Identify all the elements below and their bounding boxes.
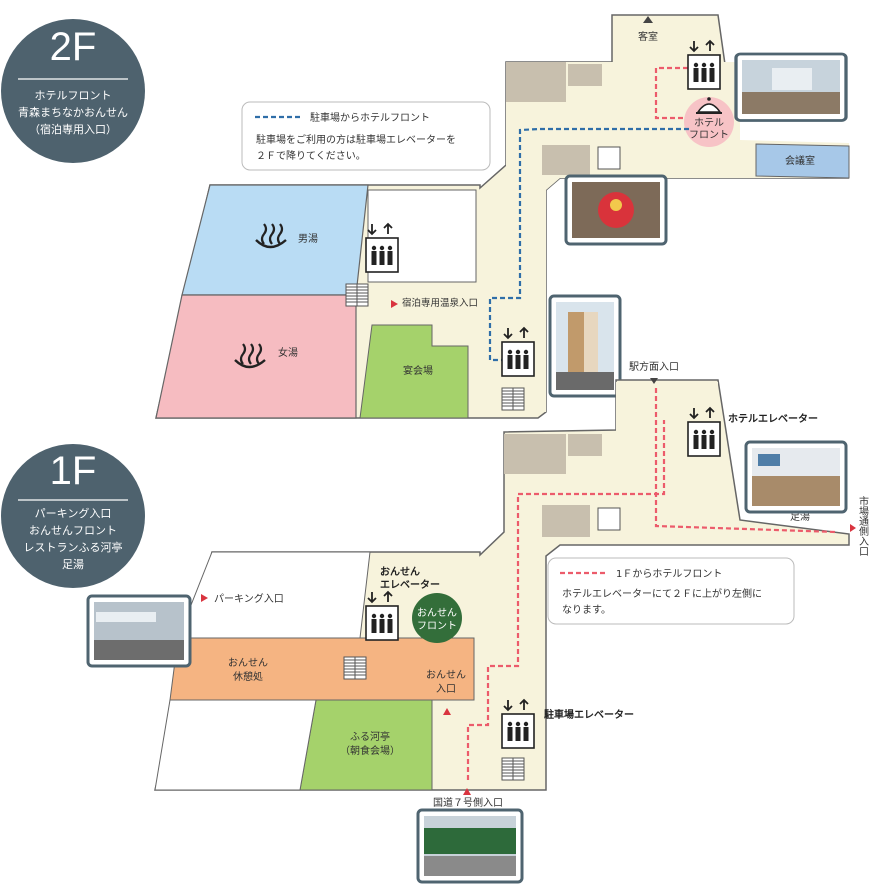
restaurant-label-1: ふる河亭: [350, 730, 390, 743]
entrance-arrow-icon: [463, 788, 471, 795]
entrance-arrow-icon: [650, 378, 658, 384]
onsen-elevator-label-2: エレベーター: [380, 579, 440, 591]
floor-1f-label: 1F: [50, 449, 97, 493]
legend-1f: [547, 557, 795, 625]
legend-2f-note-2: ２Ｆで降りてください。: [256, 149, 366, 162]
entrance-arrow-icon: [643, 16, 653, 23]
onsen-lounge-label-2: 休憩処: [233, 670, 263, 683]
onsen-lounge-label-1: おんせん: [228, 657, 268, 669]
room-banquet: [359, 324, 469, 419]
floor-1f: 1F パーキング入口 おんせんフロント レストランふる河亭 足湯 おんせん フロ…: [1, 360, 869, 884]
room-restaurant: [299, 699, 433, 791]
stairs-icon: [345, 283, 369, 307]
onsen-entrance-label-1: おんせん: [426, 669, 466, 681]
entrance-arrow-icon: [201, 594, 208, 602]
floor-1f-desc-3: レストランふる河亭: [24, 540, 123, 554]
onsen-front-label-2: フロント: [417, 621, 457, 632]
men-bath-label: 男湯: [298, 232, 318, 245]
room-meeting: [755, 143, 850, 179]
guest-only-entrance-label: 宿泊専用温泉入口: [402, 297, 478, 309]
floor-1f-desc-1: パーキング入口: [35, 506, 112, 520]
women-bath-label: 女湯: [278, 346, 298, 359]
stairs-icon: [501, 387, 525, 411]
parking-elevator-label: 駐車場エレベーター: [544, 708, 634, 721]
legend-1f-note-2: なります。: [562, 604, 611, 616]
onsen-front-label-1: おんせん: [417, 607, 457, 619]
photo: [416, 808, 524, 884]
gray-room: [506, 62, 566, 102]
floor-2f: 2F ホテルフロント 青森まちなかおんせん （宿泊専用入口） ホテル フロン: [1, 14, 850, 419]
stairs-icon: [501, 757, 525, 781]
onsen-elevator-label-1: おんせん: [380, 566, 420, 578]
floor-badge-2f: [1, 19, 145, 163]
market-entrance-label: 市場通側入口: [857, 495, 869, 556]
floor-2f-desc-1: ホテルフロント: [35, 89, 112, 102]
room-women-bath: [155, 294, 357, 419]
legend-2f-note-1: 駐車場をご利用の方は駐車場エレベーターを: [256, 133, 456, 146]
parking-entrance-label: パーキング入口: [214, 592, 284, 605]
photo: [548, 294, 622, 398]
floor-2f-label: 2F: [50, 25, 97, 69]
restaurant-label-2: （朝食会場）: [340, 744, 400, 757]
floor-1f-desc-4: 足湯: [62, 558, 84, 571]
photo: [86, 594, 192, 668]
route-1f-to-front: [466, 420, 666, 780]
room-men-bath: [181, 184, 369, 296]
meeting-room-label: 会議室: [785, 154, 815, 167]
hotel-front-label-2: フロント: [689, 130, 729, 141]
route-parking-to-front: [488, 127, 689, 362]
entrance-arrow-icon: [391, 300, 398, 308]
banquet-label: 宴会場: [403, 364, 433, 377]
floor-2f-desc-3: （宿泊専用入口）: [29, 122, 117, 136]
hotel-front-label-1: ホテル: [694, 117, 724, 129]
floor-badge-1f: [1, 444, 145, 588]
legend-2f: [241, 101, 491, 171]
stairs-icon: [343, 656, 367, 680]
photo: [564, 174, 668, 246]
station-entrance-label: 駅方面入口: [629, 360, 679, 373]
onsen-front-circle: [412, 593, 462, 643]
photo: [744, 440, 848, 514]
hotel-elevator-label: ホテルエレベーター: [728, 413, 818, 425]
guest-room-label: 客室: [638, 30, 658, 43]
hotel-front-circle: [684, 97, 734, 147]
room-onsen-lounge: [169, 637, 475, 701]
floor-1f-desc-2: おんせんフロント: [29, 524, 117, 537]
legend-1f-title: 1Ｆからホテルフロント: [616, 568, 722, 580]
entrance-arrow-icon: [443, 708, 451, 715]
legend-1f-note-1: ホテルエレベーターにて２Ｆに上がり左側に: [562, 587, 762, 600]
photo: [734, 52, 848, 123]
onsen-entrance-label-2: 入口: [436, 684, 456, 695]
route7-entrance-label: 国道７号側入口: [433, 796, 503, 809]
entrance-arrow-icon: [850, 524, 856, 532]
floor-2f-desc-2: 青森まちなかおんせん: [18, 105, 128, 119]
bell-icon: [696, 97, 722, 114]
legend-2f-title: 駐車場からホテルフロント: [310, 111, 430, 124]
